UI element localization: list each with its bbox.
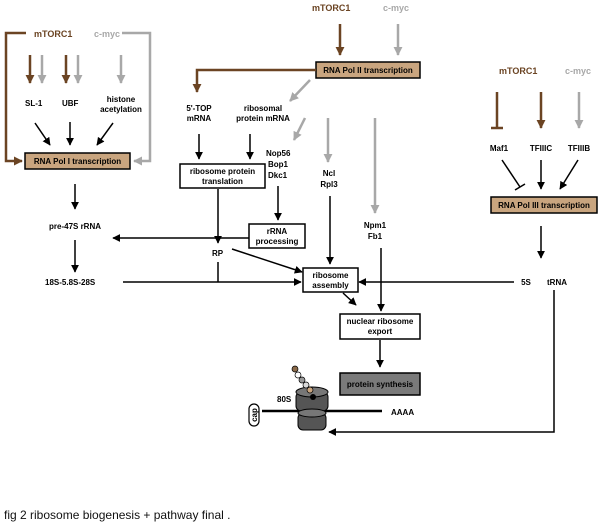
dkc1-label: Dkc1 <box>268 171 288 180</box>
tf3b-label: TFIIIB <box>568 144 590 153</box>
rp-label: RP <box>212 249 224 258</box>
pol1-transcription-box <box>24 152 131 170</box>
pathway-diagram: mTORC1 c-myc SL-1 UBF histone acetylatio… <box>4 3 598 436</box>
npm1-label: Npm1 <box>364 221 387 230</box>
nuclear-export-box <box>339 313 421 340</box>
rpt-label-line2: translation <box>202 177 243 186</box>
5top-label-line2: mRNA <box>187 114 212 123</box>
right-cmyc-label: c-myc <box>565 66 591 76</box>
left-mtorc1-label: mTORC1 <box>34 29 72 39</box>
left-cmyc-label: c-myc <box>94 29 120 39</box>
trna-to-ribosome-arrow <box>328 290 555 436</box>
tf3c-label: TFIIIC <box>530 144 552 153</box>
left-myc-outer-path <box>122 31 152 166</box>
aaaa-label: AAAA <box>391 408 414 417</box>
rrna-processing-box <box>248 223 306 249</box>
histone-label-line2: acetylation <box>100 105 142 114</box>
nop56-label: Nop56 <box>266 149 291 158</box>
export-label-line2: export <box>368 327 393 336</box>
rrna-processing-label-line1: rRNA <box>267 227 288 236</box>
cap-badge <box>248 403 260 427</box>
ribosome-assembly-box <box>302 267 359 293</box>
rrna-processing-label-line2: processing <box>256 237 299 246</box>
right-mtorc1-label: mTORC1 <box>499 66 537 76</box>
protein-synthesis-box <box>339 372 421 396</box>
rpl3-label: Rpl3 <box>320 180 338 189</box>
5top-label-line1: 5'-TOP <box>186 104 212 113</box>
5s-label: 5S <box>521 278 531 287</box>
rpt-label-line1: ribosome protein <box>190 167 255 176</box>
ribosomal-mrna-label-line1: ribosomal <box>244 104 282 113</box>
protein-synthesis-label: protein synthesis <box>347 380 414 389</box>
pol2-transcription-label: RNA Pol II transcription <box>323 66 413 75</box>
assembly-to-export-arrow <box>342 292 357 306</box>
ribosome-protein-translation-box <box>179 163 266 189</box>
center-mtorc1-label: mTORC1 <box>312 3 350 13</box>
ribosomal-mrna-label-line2: protein mRNA <box>236 114 290 123</box>
center-cmyc-label: c-myc <box>383 3 409 13</box>
pol3-transcription-label: RNA Pol III transcription <box>498 201 590 210</box>
pre47s-label: pre-47S rRNA <box>49 222 101 231</box>
pol3-transcription-box <box>490 196 598 214</box>
histone-to-pol1-arrow <box>96 122 114 146</box>
bop1-label: Bop1 <box>268 160 289 169</box>
ubf-label: UBF <box>62 99 79 108</box>
fb1-label: Fb1 <box>368 232 383 241</box>
export-label-line1: nuclear ribosome <box>347 317 414 326</box>
pol2-to-nop56-arrow <box>292 117 307 141</box>
left-mtorc-outer-path <box>4 31 26 166</box>
tf3b-to-pol3-arrow <box>559 159 579 190</box>
nascent-peptide-icon <box>291 365 314 394</box>
pol1-transcription-label: RNA Pol I transcription <box>34 157 121 166</box>
histone-label-line1: histone <box>107 95 136 104</box>
rp-to-assembly-arrow <box>231 248 303 274</box>
80s-label: 80S <box>277 395 292 404</box>
sl1-to-pol1-arrow <box>34 122 51 146</box>
trna-label: tRNA <box>547 278 567 287</box>
assembly-label-line2: assembly <box>312 281 349 290</box>
assembly-label-line1: ribosome <box>312 271 349 280</box>
sl1-label: SL-1 <box>25 99 43 108</box>
pol2-to-5top-arrow <box>192 68 316 93</box>
cap-label: cap <box>250 408 259 422</box>
maf1-label: Maf1 <box>490 144 509 153</box>
maf1-inhibit-bar <box>514 183 526 191</box>
ribosome-80s-icon <box>295 386 329 431</box>
rrna-18s-label: 18S-5.8S-28S <box>45 278 96 287</box>
pol2-to-ribosomal-mrna-arrow <box>289 79 311 102</box>
figure-caption: fig 2 ribosome biogenesis + pathway fina… <box>4 508 231 522</box>
maf1-inhibits-pol3 <box>501 159 521 188</box>
ncl-label: Ncl <box>323 169 335 178</box>
